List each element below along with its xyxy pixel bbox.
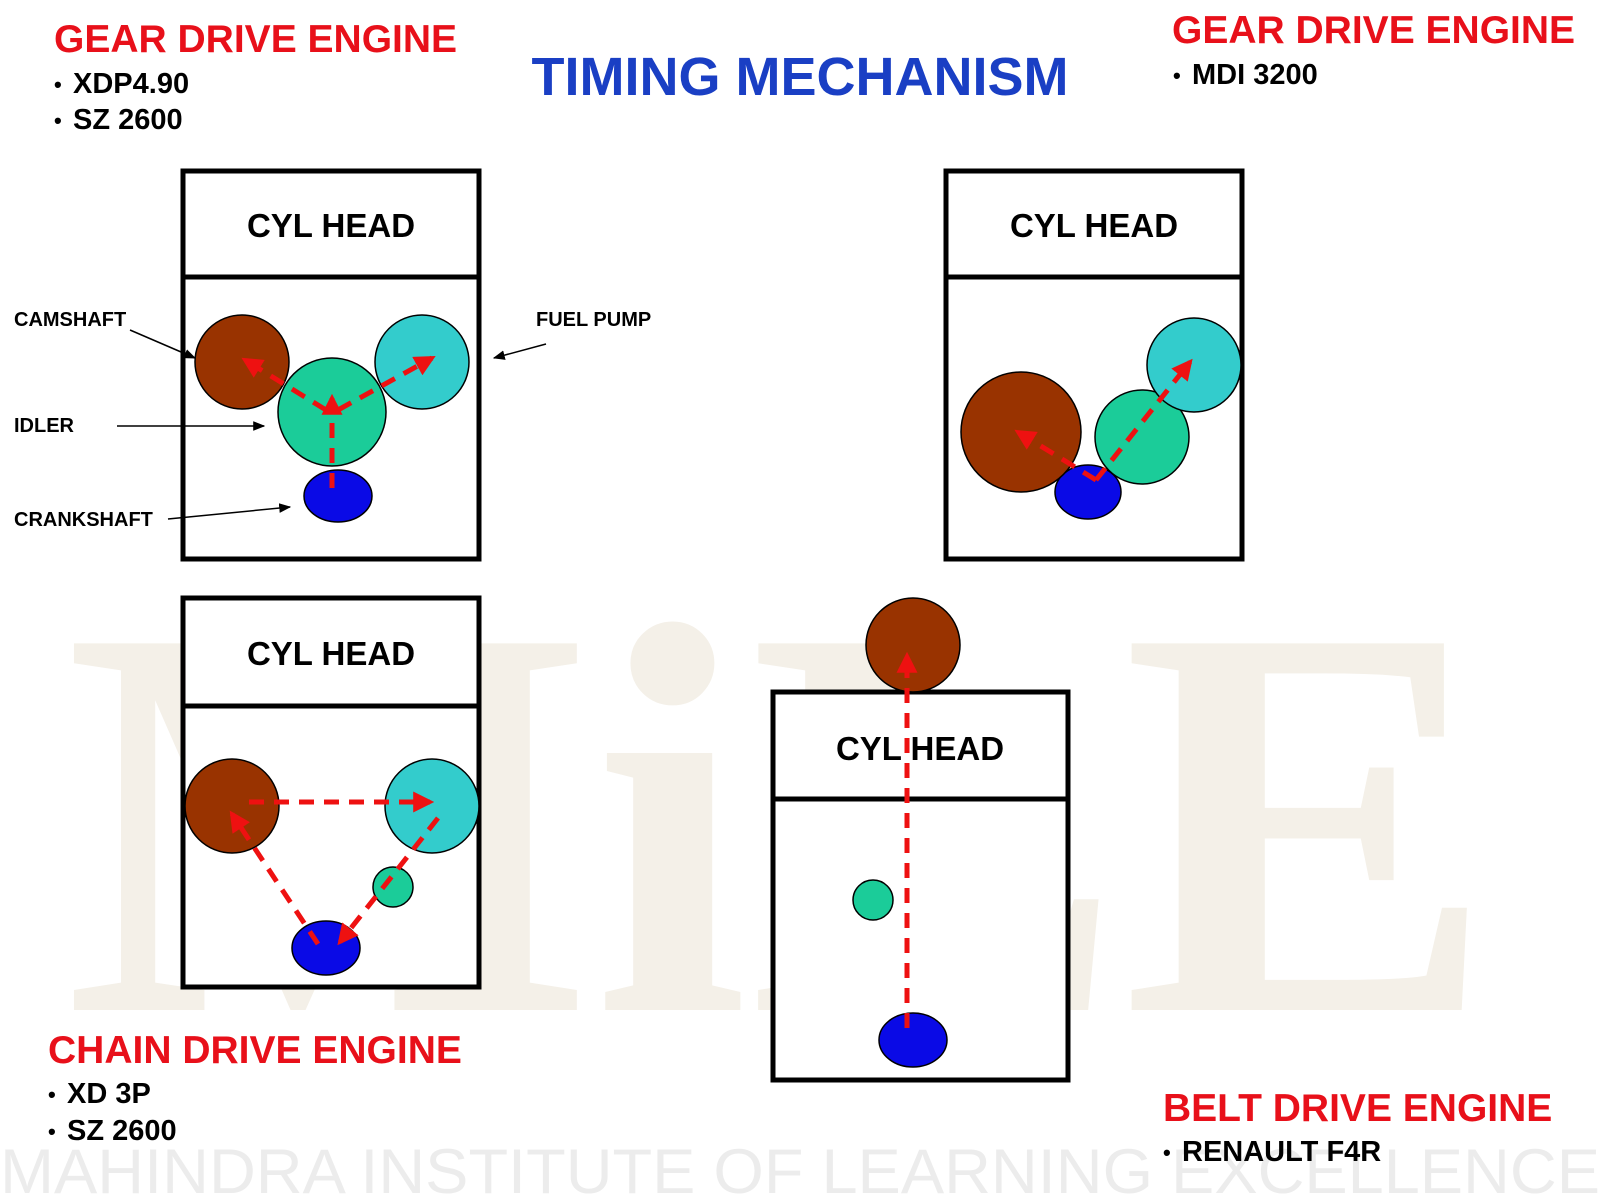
callout-arrow bbox=[167, 503, 292, 520]
crankshaft-callout-label: CRANKSHAFT bbox=[14, 509, 153, 531]
crankshaft-pulley bbox=[878, 1012, 948, 1068]
idler-gear bbox=[1094, 389, 1190, 485]
bullet-item: SZ 2600 bbox=[73, 104, 183, 136]
callout-arrow bbox=[492, 343, 547, 360]
idler-pulley bbox=[852, 879, 894, 921]
cyl-head-label: CYL HEAD bbox=[1010, 207, 1178, 244]
cyl-head-label: CYL HEAD bbox=[247, 207, 415, 244]
page-title: TIMING MECHANISM bbox=[532, 47, 1069, 107]
drive-arrow bbox=[241, 357, 328, 413]
fuel-pump-callout-label: FUEL PUMP bbox=[536, 309, 651, 331]
cyl-head-label: CYL HEAD bbox=[836, 730, 1004, 767]
callout-arrow bbox=[129, 329, 197, 359]
camshaft-gear bbox=[194, 314, 290, 410]
belt-drive-diagram: CYL HEAD bbox=[770, 597, 1071, 1083]
fuel-pump-gear bbox=[374, 314, 470, 410]
chain-arrow bbox=[337, 816, 440, 946]
chain-drive-section: CHAIN DRIVE ENGINE • XD 3P • SZ 2600 bbox=[48, 1029, 462, 1147]
camshaft-pulley bbox=[865, 597, 961, 693]
section-heading: CHAIN DRIVE ENGINE bbox=[48, 1029, 462, 1072]
bullet-item: RENAULT F4R bbox=[1182, 1136, 1381, 1168]
fuel-pump-sprocket bbox=[384, 758, 480, 854]
gear-drive-right-section: GEAR DRIVE ENGINE • MDI 3200 bbox=[1172, 9, 1575, 91]
bullet-item: XDP4.90 bbox=[73, 68, 189, 100]
drive-arrow bbox=[336, 355, 436, 413]
crankshaft-gear bbox=[303, 469, 373, 523]
crankshaft-gear bbox=[1054, 464, 1122, 520]
fuel-pump-gear bbox=[1146, 317, 1242, 413]
gear-drive-right-diagram: CYL HEAD bbox=[943, 168, 1245, 562]
belt-drive-section: BELT DRIVE ENGINE • RENAULT F4R bbox=[1163, 1087, 1552, 1168]
bullet-item: SZ 2600 bbox=[67, 1115, 177, 1147]
section-heading: GEAR DRIVE ENGINE bbox=[54, 18, 457, 61]
section-heading: BELT DRIVE ENGINE bbox=[1163, 1087, 1552, 1130]
chain-drive-diagram: CYL HEAD bbox=[180, 595, 482, 990]
gear-drive-left-diagram: CYL HEAD CAMSHAFT IDLER CRANKSHAFT FUEL … bbox=[14, 168, 651, 562]
drive-arrow bbox=[1014, 429, 1098, 483]
bullet-item: XD 3P bbox=[67, 1078, 151, 1110]
bullet-marker: • bbox=[1163, 1140, 1171, 1165]
bullet-marker: • bbox=[1173, 63, 1181, 88]
chain-tensioner bbox=[372, 866, 414, 908]
bullet-item: MDI 3200 bbox=[1192, 59, 1318, 91]
bullet-marker: • bbox=[48, 1119, 56, 1144]
bullet-marker: • bbox=[48, 1082, 56, 1107]
camshaft-callout-label: CAMSHAFT bbox=[14, 309, 126, 331]
camshaft-sprocket bbox=[184, 758, 280, 854]
bullet-marker: • bbox=[54, 108, 62, 133]
gear-drive-left-section: GEAR DRIVE ENGINE • XDP4.90 • SZ 2600 bbox=[54, 18, 457, 136]
bullet-marker: • bbox=[54, 72, 62, 97]
footer-watermark: MAHINDRA INSTITUTE OF LEARNING EXCELLENC… bbox=[0, 1137, 1600, 1199]
cyl-head-label: CYL HEAD bbox=[247, 635, 415, 672]
idler-callout-label: IDLER bbox=[14, 415, 75, 437]
crankshaft-sprocket bbox=[291, 920, 361, 976]
drive-arrow bbox=[1094, 358, 1193, 482]
chain-arrow bbox=[229, 810, 321, 946]
section-heading: GEAR DRIVE ENGINE bbox=[1172, 9, 1575, 52]
